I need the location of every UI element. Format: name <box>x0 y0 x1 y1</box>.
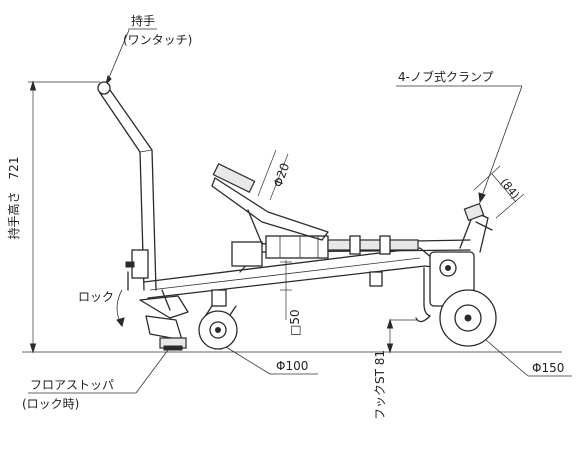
frame-bracket <box>369 271 383 287</box>
clamp-leader-line <box>481 85 523 197</box>
lock-arrow-head <box>116 317 125 328</box>
clamp-dim-label: (84) <box>498 176 522 202</box>
pivot-pin <box>445 265 451 271</box>
lock-label: ロック <box>78 290 114 304</box>
hook-tip <box>415 315 431 323</box>
clamp-label: 4-ノブ式クランプ <box>398 69 494 84</box>
clamp-leader-arrow <box>478 192 486 204</box>
rod-collar-1 <box>349 235 361 255</box>
clamp-dim-ext-2 <box>495 193 525 219</box>
handle-type-label: (ワンタッチ) <box>123 33 192 47</box>
handle-height-label: 持手高さ 721 <box>6 157 21 240</box>
wheel-dia-label: Φ150 <box>532 361 564 375</box>
lock-pin <box>125 261 135 268</box>
rear-wheel-axle <box>464 314 472 322</box>
cylinder-rod <box>327 239 419 251</box>
handle-grip-knob <box>97 81 111 95</box>
front-caster-axle <box>215 327 221 333</box>
stopper-pad-arm <box>145 315 183 341</box>
stopper-rubber <box>163 345 183 351</box>
frame-center-line <box>149 257 421 291</box>
dim-arrow-bottom <box>29 343 37 354</box>
pump-block <box>231 241 263 267</box>
clamp-screw <box>475 221 493 231</box>
handle-bend-line <box>139 149 153 153</box>
caster-dia-label: Φ100 <box>276 359 308 373</box>
frame-bottom-edge <box>147 265 441 299</box>
dim-arrow-top <box>29 80 37 91</box>
hook-stroke-arrow-top <box>386 318 394 329</box>
wheel-dia-leader <box>485 339 529 377</box>
clamp-dim-line <box>491 173 517 203</box>
hook-stroke-label: フックST 81 <box>373 350 387 420</box>
rod-collar-2 <box>379 235 391 255</box>
floor-stopper-note: (ロック時) <box>22 397 79 411</box>
floor-stopper-label: フロアストッパ <box>30 378 114 392</box>
frame-square-label: □50 <box>288 309 302 336</box>
handle-label: 持手 <box>131 13 155 28</box>
handle-leader-arrow <box>105 75 112 86</box>
hook-chain <box>423 267 431 317</box>
pedal-link <box>247 209 263 245</box>
pedal-grip <box>212 163 256 193</box>
clamp-knob <box>463 202 485 222</box>
clamp-dim-ext-1 <box>473 165 501 191</box>
pipe-dia-leader <box>257 149 277 197</box>
stopper-bracket <box>139 295 189 319</box>
caster-mount <box>211 289 227 307</box>
pedal-lever <box>211 177 329 241</box>
frame-top-edge <box>143 247 433 283</box>
hook-stroke-arrow-bottom <box>386 343 394 354</box>
pipe-dia-label: Φ20 <box>271 161 293 189</box>
handle-leader-line <box>107 29 130 81</box>
caster-dia-leader <box>225 346 271 375</box>
stopper-spring <box>161 289 171 311</box>
floor-stopper-leader <box>135 349 169 394</box>
pipe-dia-leader-2 <box>269 153 289 201</box>
